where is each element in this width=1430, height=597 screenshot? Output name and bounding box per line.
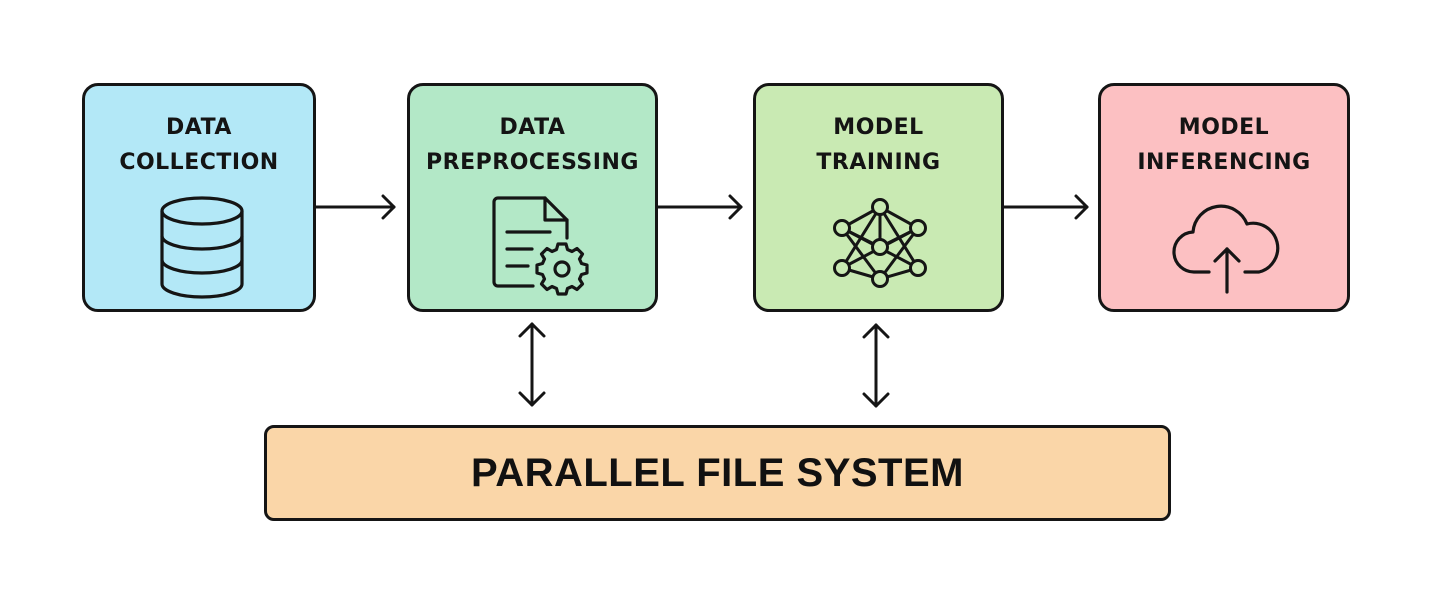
stage-title-line: COLLECTION — [119, 150, 279, 175]
document-gear-icon — [492, 196, 589, 296]
stage-title-line: PREPROCESSING — [426, 150, 639, 175]
bidirectional-arrow-training-storage — [862, 323, 890, 408]
storage-parallel-file-system: PARALLEL FILE SYSTEM — [264, 425, 1171, 521]
stage-title: MODEL INFERENCING — [1101, 110, 1347, 180]
bidirectional-arrow-preprocessing-storage — [518, 322, 546, 407]
stage-title-line: DATA — [499, 115, 566, 140]
stage-data-preprocessing: DATA PREPROCESSING — [407, 83, 658, 312]
stage-title-line: DATA — [166, 115, 232, 140]
stage-model-training: MODEL TRAINING — [753, 83, 1004, 312]
database-icon — [160, 196, 244, 299]
stage-title: DATA PREPROCESSING — [410, 110, 655, 180]
stage-title-line: TRAINING — [816, 150, 941, 175]
arrow-collection-to-preprocessing — [314, 194, 396, 220]
stage-data-collection: DATA COLLECTION — [82, 83, 316, 312]
stage-title-line: MODEL — [833, 115, 924, 140]
arrow-preprocessing-to-training — [656, 194, 743, 220]
neural-network-icon — [833, 198, 927, 288]
stage-title: MODEL TRAINING — [756, 110, 1001, 180]
arrow-training-to-inferencing — [1002, 194, 1089, 220]
stage-model-inferencing: MODEL INFERENCING — [1098, 83, 1350, 312]
stage-title: DATA COLLECTION — [85, 110, 313, 180]
storage-label: PARALLEL FILE SYSTEM — [471, 450, 964, 495]
stage-title-line: MODEL — [1178, 115, 1270, 140]
stage-title-line: INFERENCING — [1137, 150, 1311, 175]
cloud-upload-icon — [1172, 204, 1280, 294]
